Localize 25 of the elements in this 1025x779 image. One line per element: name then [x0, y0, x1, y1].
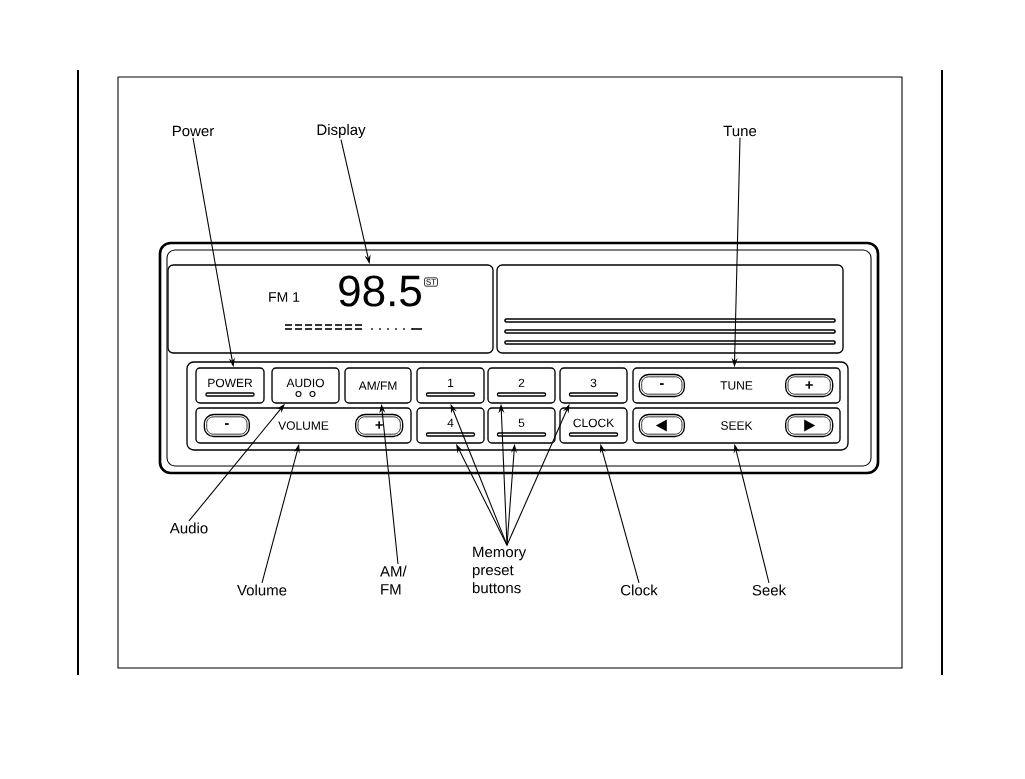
radio-button: 5 [487, 407, 556, 444]
rocker-button [638, 413, 685, 438]
callout-label: AM/ FM [380, 565, 407, 595]
callout-label: Tune [723, 125, 757, 137]
rocker-button [785, 413, 834, 438]
radio-button: AM/FM [344, 367, 412, 404]
callout-label: Display [317, 124, 366, 138]
radio-button: AUDIO [271, 367, 340, 404]
radio-button: 2 [487, 367, 556, 404]
radio-button: 3 [559, 367, 628, 404]
rocker-button: - [638, 373, 685, 398]
control-panel: SEEK [632, 407, 841, 444]
radio-button: 1 [416, 367, 485, 404]
callout-label: Power [173, 125, 214, 137]
callout-label: Clock [621, 584, 658, 596]
rocker-button: + [355, 413, 404, 438]
radio-button: 4 [416, 407, 485, 444]
callout-label: Seek [752, 584, 787, 596]
callout-label: Audio [169, 522, 208, 534]
callout-label: Volume [237, 584, 287, 596]
radio-button: POWER [195, 367, 265, 404]
rocker-button: - [203, 413, 250, 438]
callout-label: Memory preset buttons [472, 546, 527, 594]
rocker-button: + [785, 373, 834, 398]
radio-button: CLOCK [559, 407, 628, 444]
